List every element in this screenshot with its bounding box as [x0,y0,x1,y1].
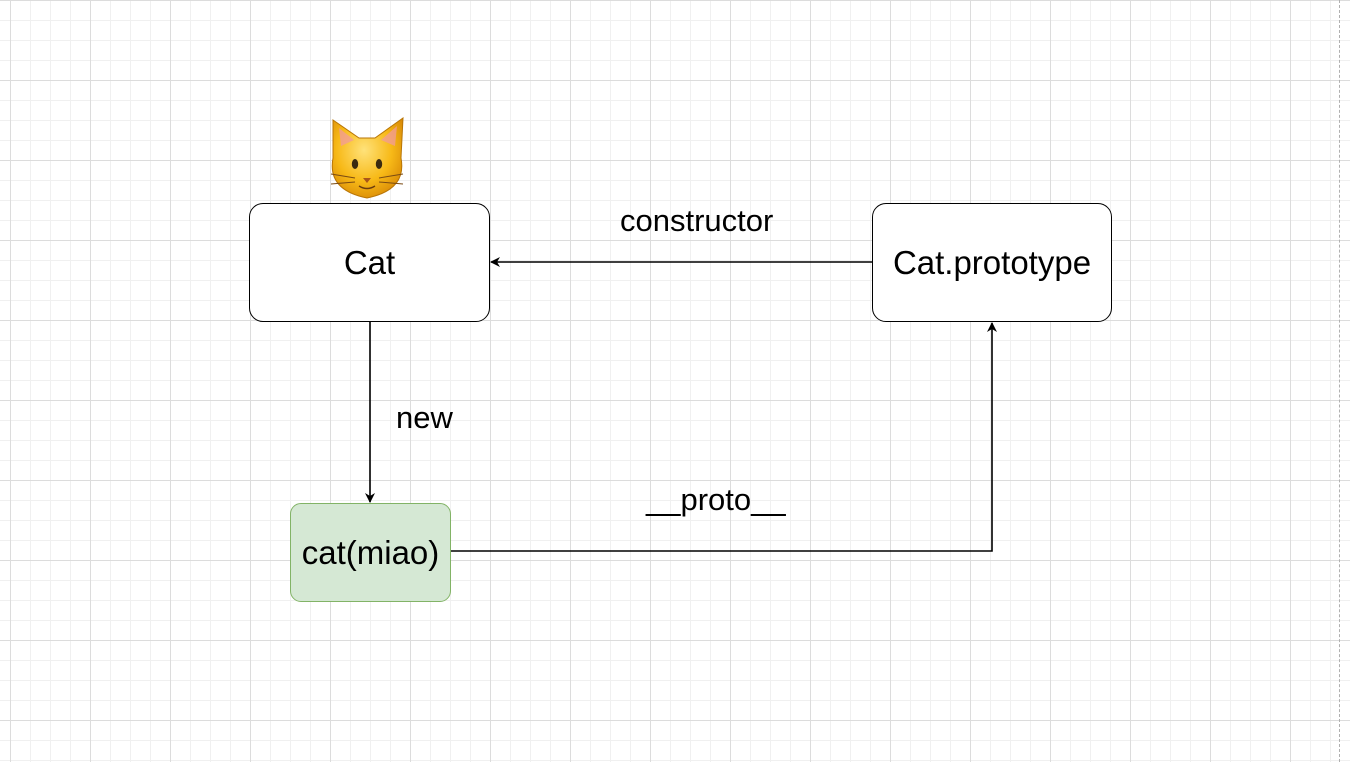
new-edge-label: new [396,400,453,435]
cat-prototype-node-label: Cat.prototype [892,243,1092,281]
page-boundary [1339,0,1340,762]
cat-node-label: Cat [343,243,396,281]
constructor-edge-label: constructor [620,203,774,238]
cat-prototype-node[interactable]: Cat.prototype [872,203,1112,322]
proto-edge-label: __proto__ [646,482,786,517]
cat-instance-node[interactable]: cat(miao) [290,503,451,602]
cat-instance-node-label: cat(miao) [301,533,440,571]
cat-node[interactable]: Cat [249,203,490,322]
proto-arrow[interactable] [451,322,997,552]
cat-face-emoji-icon [330,116,404,199]
